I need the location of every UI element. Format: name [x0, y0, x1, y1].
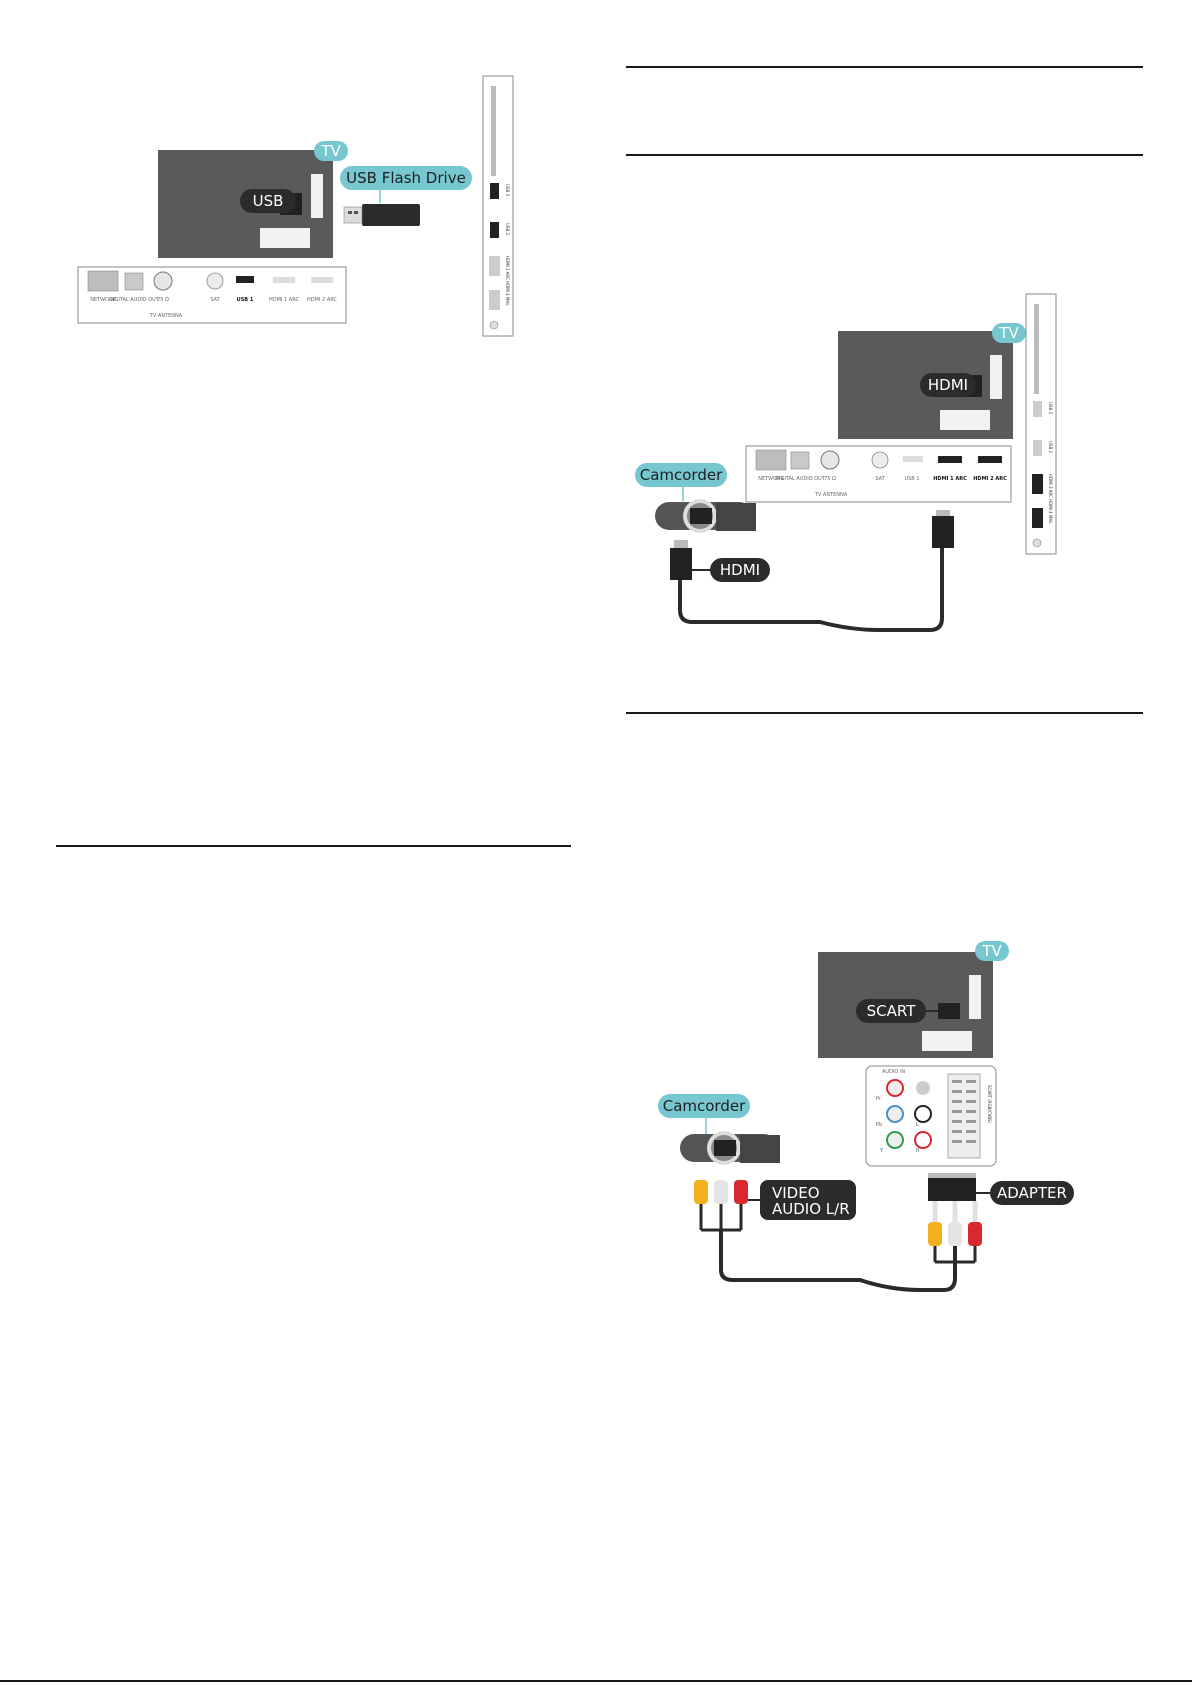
hdmi-cable [678, 548, 944, 632]
section-rule-hdmi [626, 154, 1143, 156]
scart-tv-body [818, 952, 993, 1058]
hdmi-panel-hdmi1: HDMI 1 ARC [933, 476, 967, 482]
hdmi-side-usb2: USB 2 [1048, 441, 1053, 453]
hdmi-panel-digital: DIGITAL AUDIO OUT [775, 476, 826, 482]
hdmi-panel-75: 75 Ω [824, 476, 836, 482]
scart-tv-tag [975, 941, 1009, 961]
usb-panel-hdmi2: HDMI 2 ARC [307, 297, 337, 303]
usb-drive-label: USB Flash Drive [346, 169, 466, 187]
scart-camcorder-pill [658, 1094, 750, 1118]
scart-panel-y: Y [879, 1148, 884, 1154]
hdmi-port-label: HDMI [928, 376, 968, 394]
scart-adapter-pill [990, 1181, 1074, 1205]
usb-tv-body [158, 150, 333, 258]
section-rule-top-right [626, 66, 1143, 68]
scart-panel-audioin: AUDIO IN [882, 1069, 905, 1075]
hdmi-side-panel [1025, 293, 1057, 555]
usb-panel-antenna: TV ANTENNA [149, 313, 183, 319]
scart-av-label-2: AUDIO L/R [772, 1200, 850, 1218]
hdmi-tv-body [838, 331, 1013, 439]
usb-tv-tag-label: TV [320, 142, 341, 160]
usb-drive-pill [340, 166, 472, 190]
usb-panel-75: 75 Ω [157, 297, 169, 303]
usb-port-pill [240, 189, 296, 213]
section-rule-scart [626, 712, 1143, 714]
usb-side-hdmi: HDMI 3 ARC HDMI 4 MHL [505, 256, 510, 306]
usb-rear-panel [77, 266, 347, 324]
scart-adapter [928, 1173, 976, 1201]
hdmi-camcorder-pill [635, 463, 727, 487]
hdmi-panel-usb1: USB 1 [904, 476, 919, 482]
hdmi-rear-panel [745, 445, 1012, 503]
scart-panel-scart: SCART (RGB/CVBS) [987, 1085, 992, 1124]
usb-panel-network: NETWORK [90, 297, 116, 303]
hdmi-camcorder [655, 502, 753, 530]
scart-tv-tag-label: TV [981, 942, 1002, 960]
scart-panel-pr: Pr [876, 1096, 882, 1102]
scart-panel-l: L [916, 1122, 919, 1128]
hdmi-port-pill [920, 373, 976, 397]
scart-panel [865, 1065, 997, 1167]
hdmi-panel-network: NETWORK [758, 476, 784, 482]
scart-camcorder [680, 1134, 778, 1162]
footer-rule [0, 1680, 1192, 1682]
scart-av-label-1: VIDEO [772, 1184, 820, 1202]
scart-panel-pb: Pb [876, 1122, 882, 1128]
section-rule-left [56, 845, 571, 847]
hdmi-side-hdmi: HDMI 3 ARC HDMI 4 MHL [1048, 474, 1053, 524]
usb-panel-sat: SAT [210, 297, 220, 303]
scart-port-label: SCART [867, 1002, 917, 1020]
scart-panel-r: R [916, 1148, 920, 1154]
usb-flash-drive [362, 204, 420, 226]
usb-side-usb3: USB 3 [505, 184, 510, 196]
usb-tv-tag [314, 141, 348, 161]
scart-port-pill [856, 999, 926, 1023]
usb-panel-digital: DIGITAL AUDIO OUT [109, 297, 160, 303]
scart-av-pill [760, 1180, 856, 1220]
hdmi-side-usb3: USB 3 [1048, 402, 1053, 414]
scart-adapter-label: ADAPTER [997, 1184, 1067, 1202]
hdmi-camcorder-label: Camcorder [640, 466, 723, 484]
hdmi-tv-tag [992, 323, 1026, 343]
hdmi-cable-pill [710, 558, 770, 582]
usb-panel-usb1: USB 1 [237, 297, 254, 303]
hdmi-panel-sat: SAT [875, 476, 885, 482]
scart-camcorder-label: Camcorder [663, 1097, 746, 1115]
hdmi-panel-antenna: TV ANTENNA [814, 492, 848, 498]
usb-port-label: USB [253, 192, 284, 210]
hdmi-cable-label: HDMI [720, 561, 760, 579]
usb-panel-hdmi1: HDMI 1 ARC [269, 297, 299, 303]
scart-cable [719, 1230, 957, 1292]
hdmi-tv-tag-label: TV [998, 324, 1019, 342]
usb-side-panel [482, 75, 514, 337]
usb-side-usb2: USB 2 [505, 223, 510, 235]
hdmi-panel-hdmi2: HDMI 2 ARC [973, 476, 1007, 482]
